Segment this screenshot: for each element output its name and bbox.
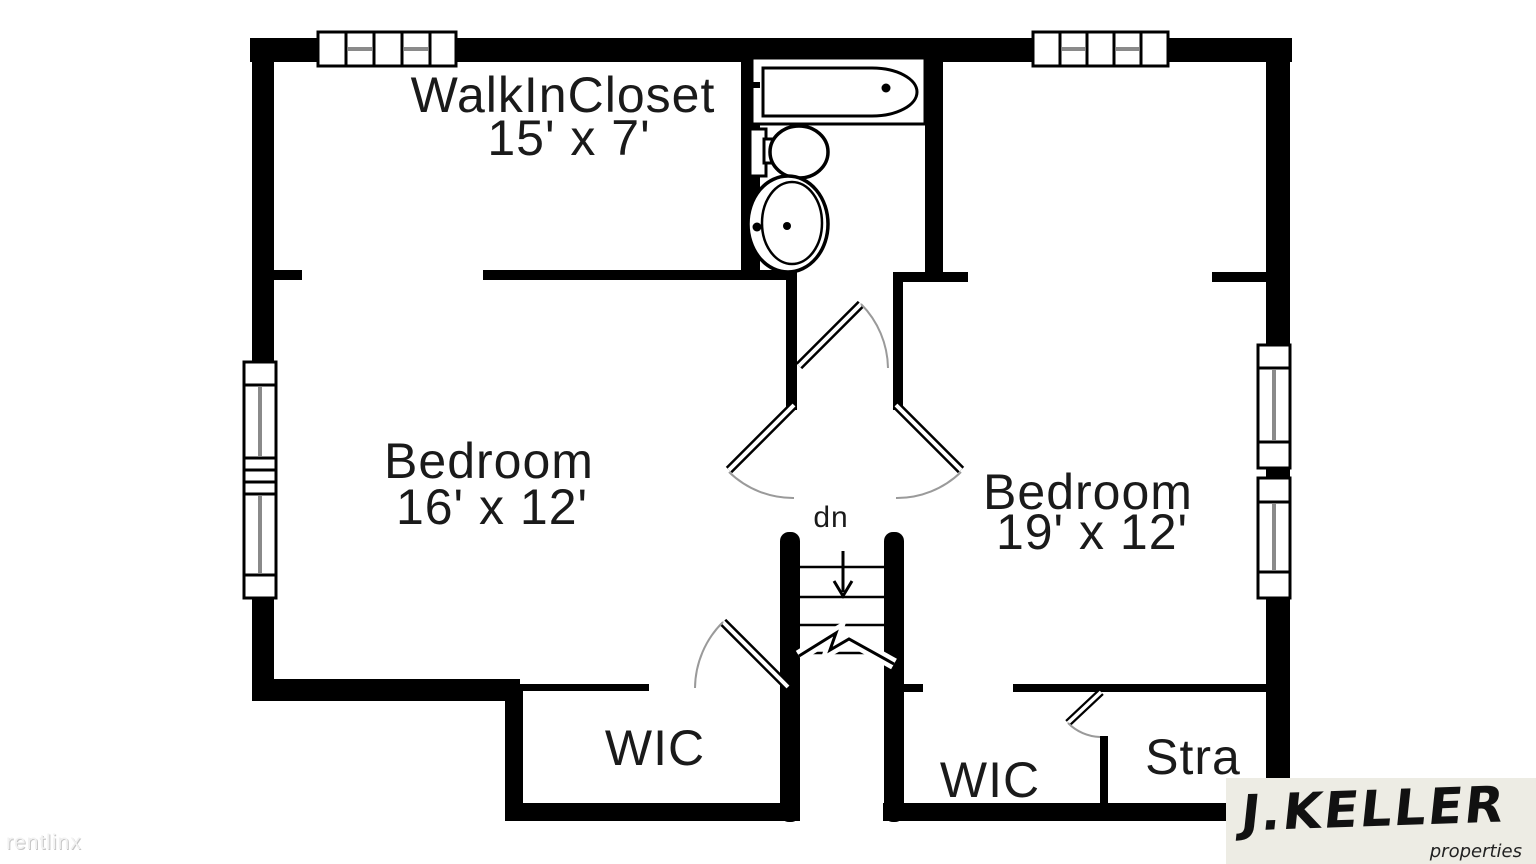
- interior-walls: [274, 60, 1266, 822]
- wall-segment: [483, 270, 797, 280]
- bathroom-fixtures: [746, 56, 927, 274]
- wall-segment: [883, 803, 1290, 821]
- wall-segment: [505, 803, 800, 821]
- bedroom-left-label: Bedroom: [384, 433, 594, 489]
- agency-logo-name: J.KELLER: [1238, 775, 1509, 843]
- wic-left-label: WIC: [604, 720, 706, 776]
- wall-segment: [901, 684, 923, 692]
- agency-logo: J.KELLER properties: [1226, 775, 1536, 864]
- agency-logo-tagline: properties: [1429, 841, 1522, 862]
- wall-segment: [519, 684, 649, 691]
- window-left-icon: [242, 360, 278, 600]
- door-wic-left: [694, 618, 792, 691]
- door-bedroom-left: [725, 401, 798, 500]
- wic-right-label: WIC: [939, 752, 1041, 808]
- wall-segment: [1212, 272, 1266, 282]
- wall-segment: [252, 679, 520, 701]
- wall-segment: [893, 282, 903, 410]
- storage-label: Stra: [1145, 729, 1241, 785]
- bathtub-icon: [748, 56, 927, 126]
- stair-down-arrow-icon: [832, 551, 854, 599]
- wall-segment: [505, 684, 523, 821]
- wall-segment: [1013, 684, 1266, 692]
- window-top-left-icon: [316, 30, 458, 68]
- wall-segment: [274, 270, 302, 280]
- doors: [694, 300, 1104, 738]
- windows: [242, 30, 1292, 600]
- toilet-icon: [748, 124, 830, 180]
- window-right-lower-icon: [1256, 476, 1292, 600]
- window-right-upper-icon: [1256, 343, 1292, 470]
- wall-segment: [884, 532, 904, 822]
- bedroom-right-dims: 19' x 12': [995, 504, 1189, 560]
- door-storage: [1065, 689, 1104, 738]
- wall-segment: [786, 278, 797, 410]
- wall-segment: [925, 60, 943, 275]
- staircase: [795, 551, 897, 670]
- sink-icon: [746, 174, 830, 274]
- walk-in-closet-label: WalkInCloset: [410, 67, 716, 123]
- wall-segment: [780, 532, 800, 822]
- bedroom-right-label: Bedroom: [983, 464, 1193, 520]
- wall-segment: [1100, 736, 1108, 803]
- walk-in-closet-dims: 15' x 7': [487, 110, 651, 166]
- wall-segment: [893, 272, 968, 282]
- door-bathroom: [795, 300, 889, 370]
- bedroom-left-dims: 16' x 12': [395, 479, 589, 535]
- stairs-down-label: dn: [813, 501, 849, 534]
- stair-break-line: [795, 618, 897, 670]
- door-bedroom-right: [892, 401, 965, 500]
- rentlinx-watermark: rentlinx: [6, 831, 82, 854]
- window-top-right-icon: [1031, 30, 1170, 68]
